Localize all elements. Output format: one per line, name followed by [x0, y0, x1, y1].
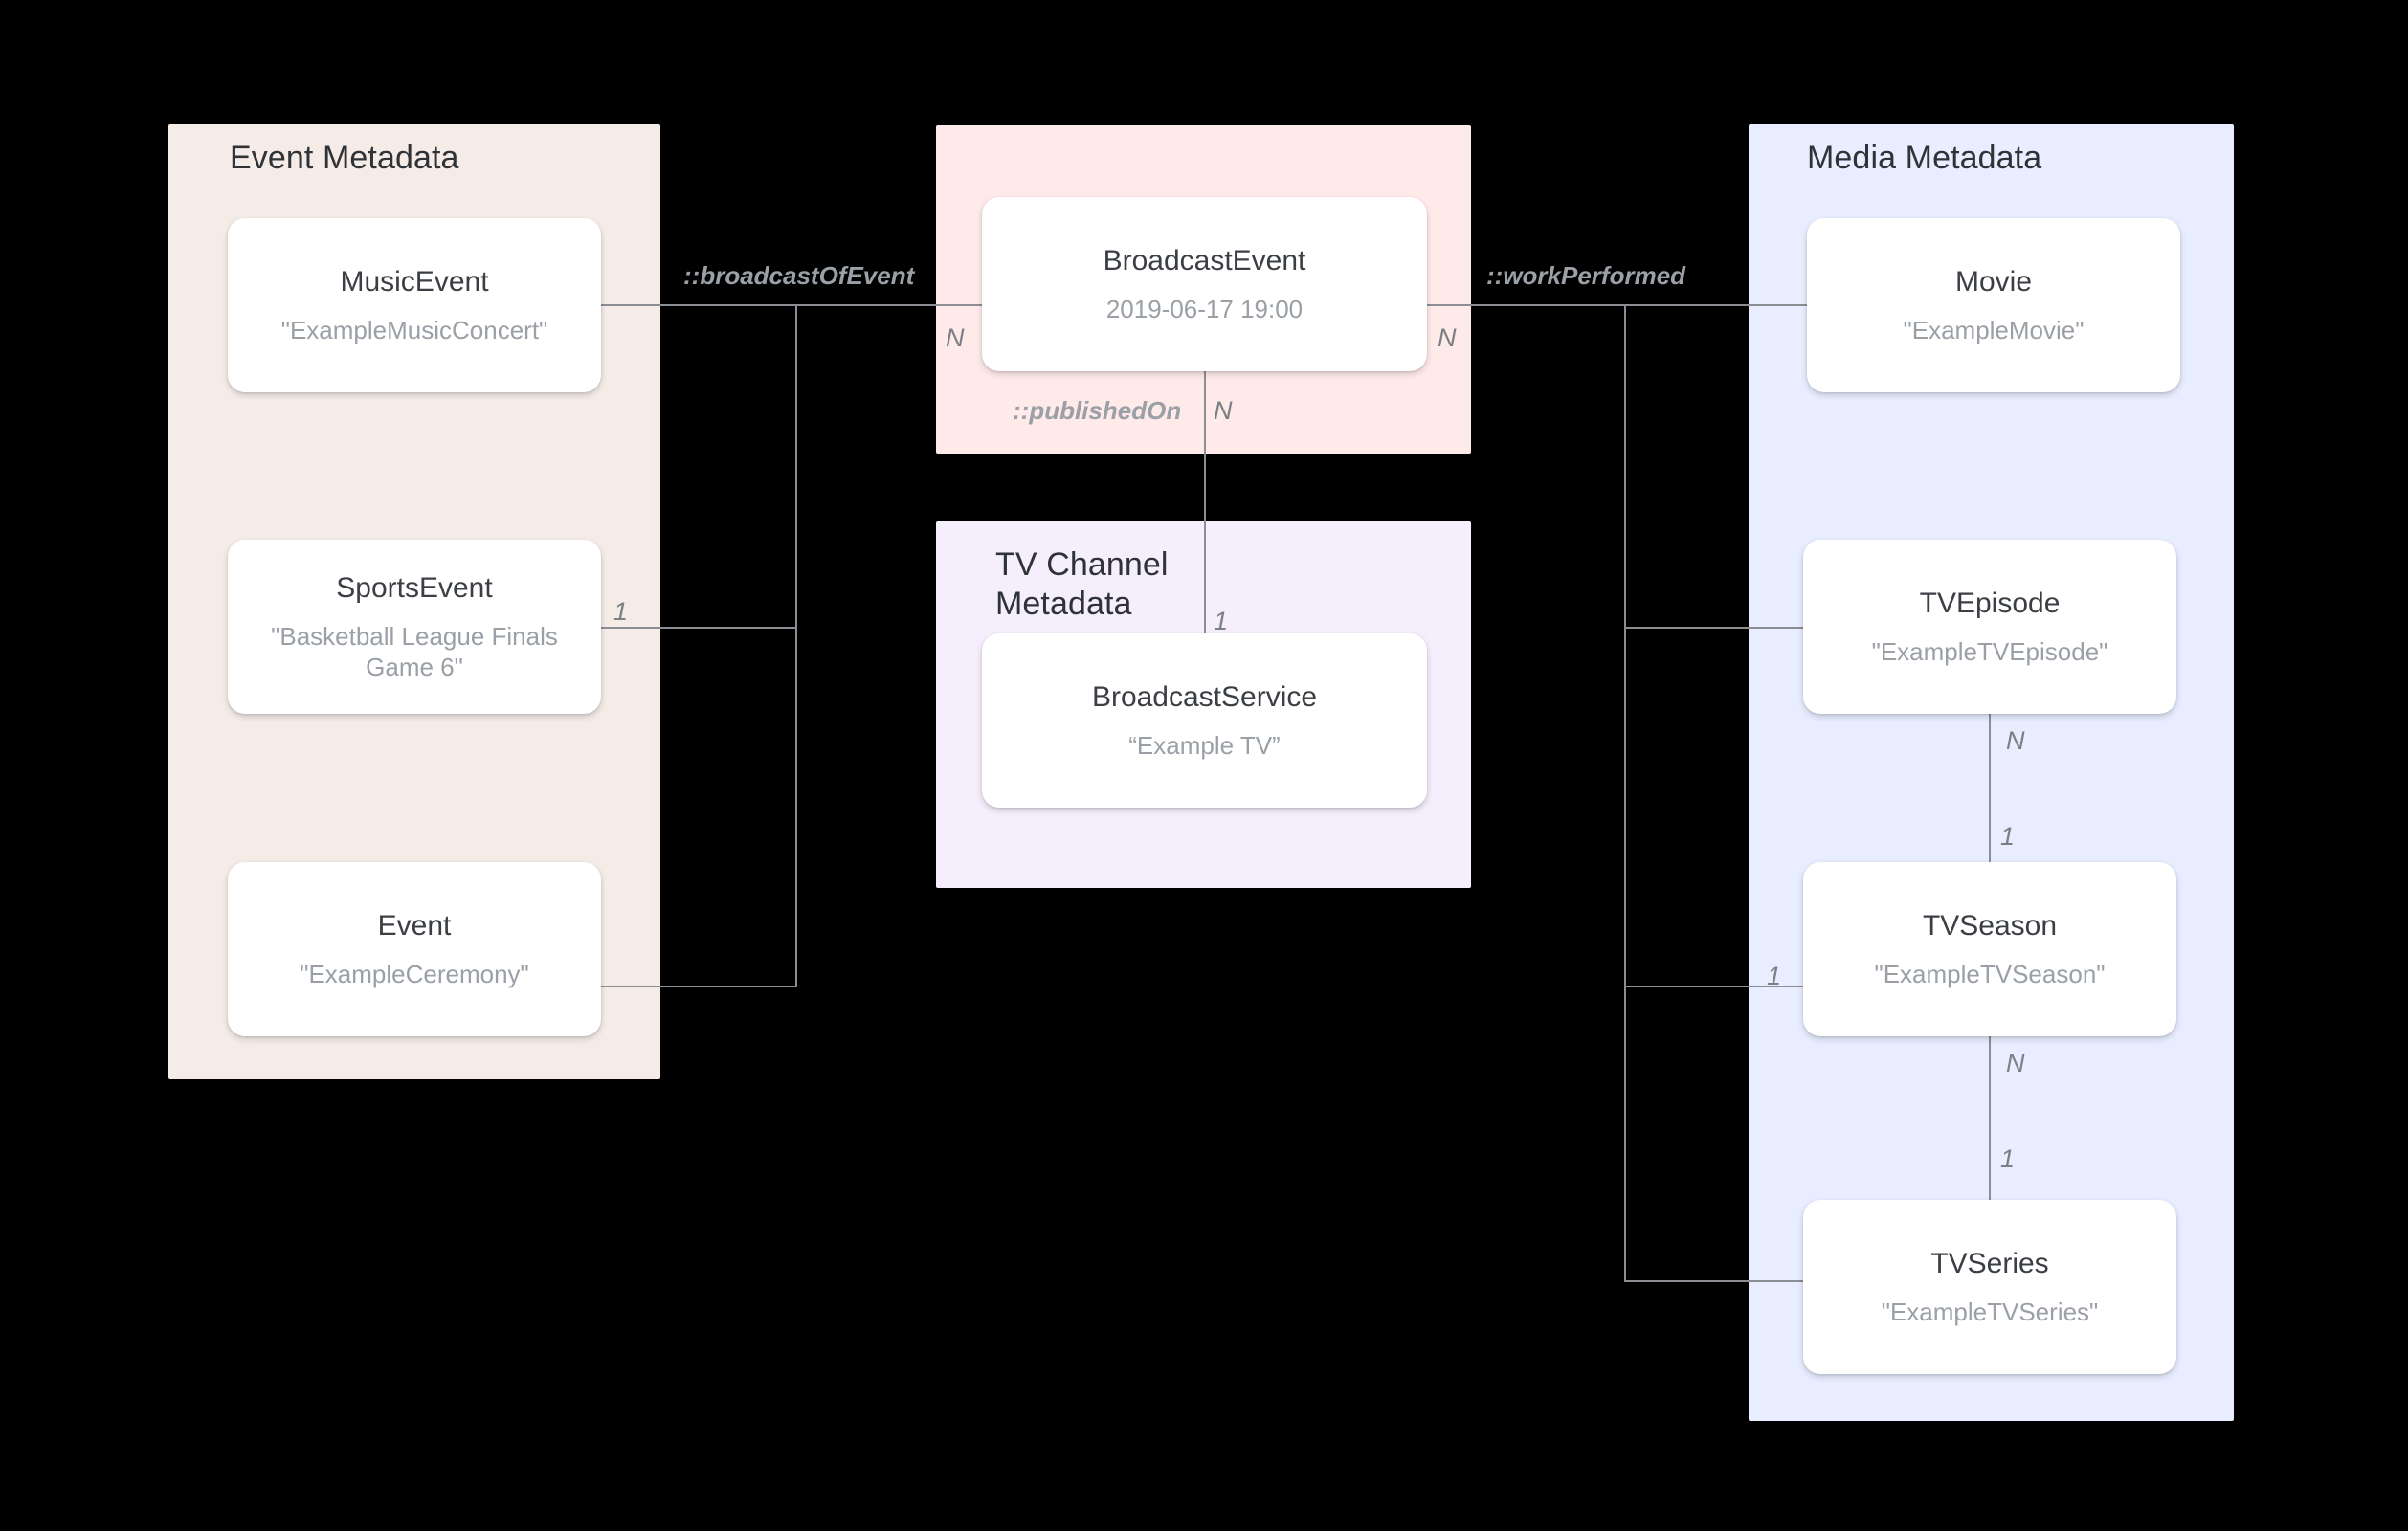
card-value: "ExampleCeremony": [300, 959, 529, 988]
card-title: SportsEvent: [336, 571, 493, 604]
connector-tv-series: [1624, 1280, 1806, 1282]
card-title: BroadcastService: [1091, 680, 1318, 713]
card-sports-event[interactable]: SportsEvent "Basketball League Finals Ga…: [228, 540, 601, 714]
connector-tv-episode: [1624, 627, 1806, 629]
card-tv-series[interactable]: TVSeries "ExampleTVSeries": [1803, 1200, 2176, 1374]
card-value: “Example TV”: [1128, 730, 1281, 760]
relationship-label-broadcast-of-event: ::broadcastOfEvent: [683, 261, 915, 290]
connector-published-on: [1204, 371, 1206, 635]
card-value: "ExampleTVSeason": [1874, 959, 2106, 988]
card-title: Movie: [1954, 265, 2033, 298]
card-tv-season[interactable]: TVSeason "ExampleTVSeason": [1803, 862, 2176, 1036]
cardinality-tv-series: 1: [2000, 1144, 2016, 1173]
card-value: "ExampleTVSeries": [1881, 1297, 2099, 1326]
panel-title-tv-channel-metadata: TV Channel Metadata: [995, 546, 1169, 623]
connector-left-bus: [795, 304, 797, 987]
card-music-event[interactable]: MusicEvent "ExampleMusicConcert": [228, 218, 601, 392]
cardinality-sports-event: 1: [613, 597, 629, 626]
connector-season-series: [1989, 1036, 1991, 1201]
card-title: BroadcastEvent: [1103, 244, 1306, 277]
cardinality-broadcast-event-left: N: [946, 323, 965, 352]
card-movie[interactable]: Movie "ExampleMovie": [1807, 218, 2180, 392]
card-broadcast-event[interactable]: BroadcastEvent 2019-06-17 19:00: [982, 197, 1427, 371]
connector-sports-event: [601, 627, 797, 629]
card-title: TVSeason: [1922, 909, 2058, 942]
card-value: "ExampleMusicConcert": [280, 315, 548, 344]
connector-episode-season: [1989, 714, 1991, 863]
card-title: Event: [377, 909, 452, 942]
cardinality-tv-season-left: 1: [1767, 962, 1782, 990]
card-title: TVEpisode: [1919, 587, 2061, 619]
cardinality-published-on: N: [1214, 396, 1233, 425]
card-broadcast-service[interactable]: BroadcastService “Example TV”: [982, 633, 1427, 808]
card-value: "ExampleTVEpisode": [1871, 636, 2108, 666]
connector-right-bus: [1624, 304, 1626, 1281]
connector-music-event: [601, 304, 984, 306]
cardinality-broadcast-service: 1: [1214, 607, 1229, 635]
card-title: TVSeries: [1930, 1247, 2049, 1279]
connector-movie: [1427, 304, 1810, 306]
card-title: MusicEvent: [340, 265, 489, 298]
card-value: "Basketball League Finals Game 6": [271, 621, 558, 682]
cardinality-tv-season-top: 1: [2000, 822, 2016, 851]
connector-tv-season: [1624, 986, 1806, 987]
cardinality-tv-season-bottom: N: [2006, 1049, 2025, 1077]
relationship-label-published-on: ::publishedOn: [1013, 396, 1182, 425]
card-tv-episode[interactable]: TVEpisode "ExampleTVEpisode": [1803, 540, 2176, 714]
card-event[interactable]: Event "ExampleCeremony": [228, 862, 601, 1036]
panel-title-event-metadata: Event Metadata: [230, 140, 459, 176]
cardinality-broadcast-event-right: N: [1438, 323, 1457, 352]
card-value: 2019-06-17 19:00: [1105, 294, 1304, 323]
panel-title-media-metadata: Media Metadata: [1807, 140, 2042, 176]
relationship-label-work-performed: ::workPerformed: [1486, 261, 1686, 290]
connector-event: [601, 986, 797, 987]
cardinality-tv-episode: N: [2006, 726, 2025, 755]
card-value: "ExampleMovie": [1903, 315, 2085, 344]
